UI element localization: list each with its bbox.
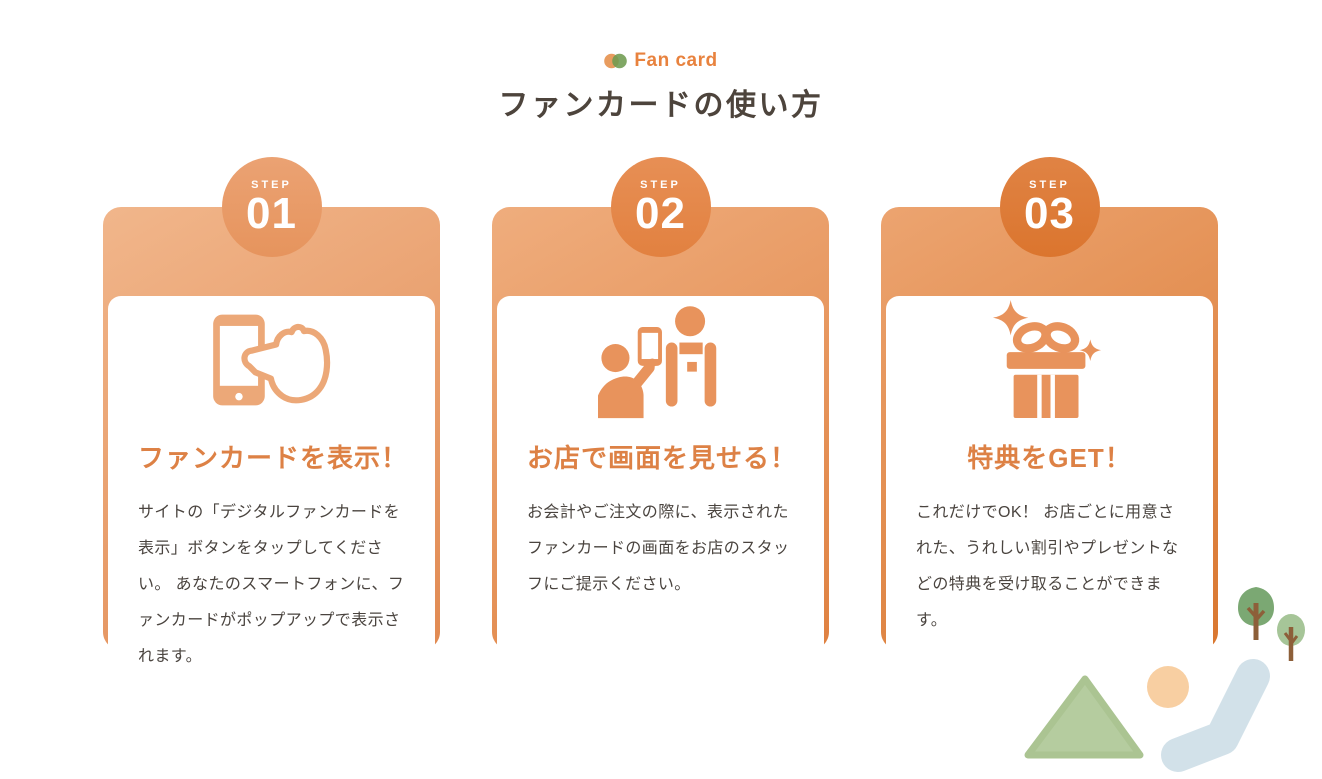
step-heading: 特典をGET！ xyxy=(967,443,1132,473)
show-screen-to-staff-icon xyxy=(527,296,794,424)
step-number: 01 xyxy=(246,188,297,238)
step-badge-2: STEP 02 xyxy=(610,157,711,257)
step-label: STEP xyxy=(1029,178,1070,191)
step-number: 02 xyxy=(635,188,686,238)
step-card-body-3: 特典をGET！ これだけでOK！ お店ごとに用意された、うれしい割引やプレゼント… xyxy=(886,296,1213,729)
step-heading: お店で画面を見せる！ xyxy=(527,443,798,473)
step-description: お会計やご注文の際に、表示されたファンカードの画面をお店のスタッフにご提示くださ… xyxy=(527,504,790,593)
step-card-2: STEP 02 xyxy=(492,157,829,729)
step-badge-3: STEP 03 xyxy=(999,157,1100,257)
tree-small xyxy=(1277,614,1305,661)
mountain-triangle xyxy=(1024,675,1144,759)
section-header: Fan card ファンカードの使い方 xyxy=(0,50,1322,124)
tree-large xyxy=(1238,587,1274,640)
step-label: STEP xyxy=(640,178,681,191)
step-number: 03 xyxy=(1024,188,1075,238)
brand-row: Fan card xyxy=(604,50,717,72)
steps-row: STEP 01 ファンカードを表示！ サイトの「デジタルファンカードを表示」ボタ… xyxy=(103,157,1218,729)
overlapping-circles-icon xyxy=(604,53,628,69)
sun-circle xyxy=(1147,666,1189,708)
brand-label: Fan card xyxy=(634,50,718,71)
step-badge-1: STEP 01 xyxy=(221,157,322,257)
step-card-body-1: ファンカードを表示！ サイトの「デジタルファンカードを表示」ボタンをタップしてく… xyxy=(108,296,435,729)
step-card-1: STEP 01 ファンカードを表示！ サイトの「デジタルファンカードを表示」ボタ… xyxy=(103,157,440,729)
step-card-body-2: お店で画面を見せる！ お会計やご注文の際に、表示されたファンカードの画面をお店の… xyxy=(497,296,824,729)
step-description: サイトの「デジタルファンカードを表示」ボタンをタップしてください。 あなたのスマ… xyxy=(138,504,405,665)
step-heading: ファンカードを表示！ xyxy=(138,443,409,473)
watercolor-decorations xyxy=(1024,587,1305,772)
page-title: ファンカードの使い方 xyxy=(498,89,824,122)
river-band xyxy=(1161,659,1270,772)
gift-sparkle-icon xyxy=(916,296,1183,424)
step-label: STEP xyxy=(251,178,292,191)
phone-tap-icon xyxy=(138,296,405,424)
step-description: これだけでOK！ お店ごとに用意された、うれしい割引やプレゼントなどの特典を受け… xyxy=(916,504,1179,629)
step-card-3: STEP 03 特典をGET xyxy=(881,157,1218,729)
